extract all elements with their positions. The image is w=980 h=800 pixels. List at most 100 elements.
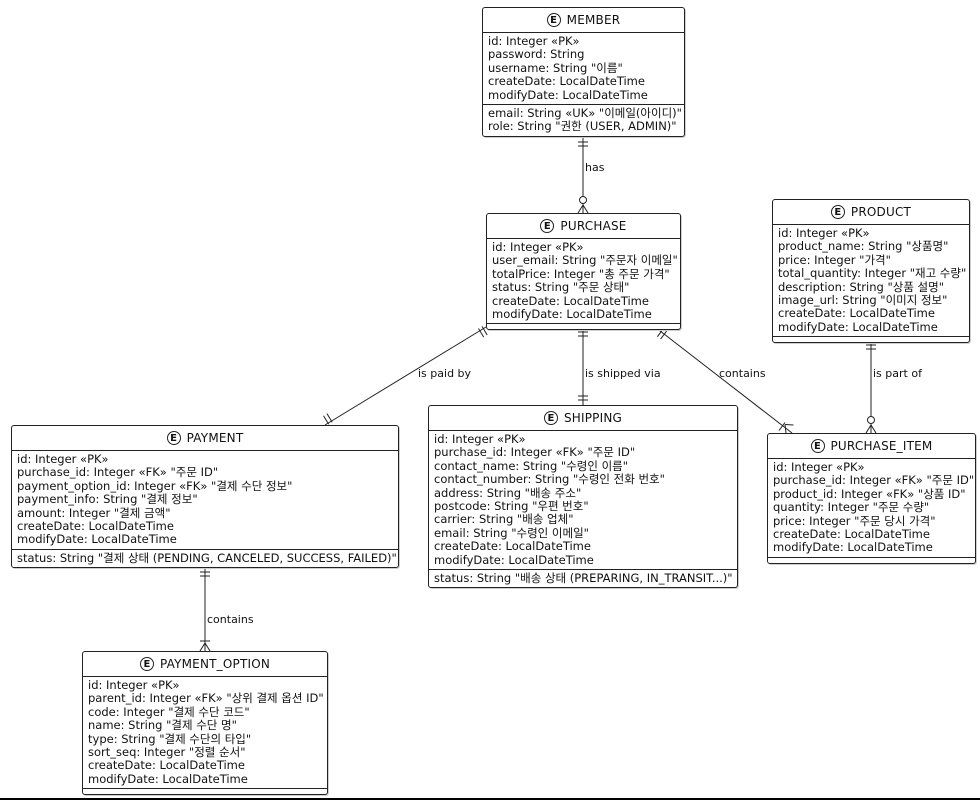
attribute-list: id: Integer «PK» password: String userna… — [483, 33, 684, 106]
entity-header: E PURCHASE — [487, 214, 680, 239]
rel-line-product-item — [865, 341, 877, 434]
relation-label-has: has — [585, 161, 605, 174]
attribute-row: modifyDate: LocalDateTime — [492, 307, 652, 322]
entity-letter-e-icon: E — [540, 219, 555, 233]
attribute-row: purchase_id: Integer «FK» "주문 ID" — [17, 465, 219, 480]
entity-title: MEMBER — [566, 13, 621, 27]
attribute-row: carrier: String "배송 업체" — [434, 512, 574, 527]
attribute-row: payment_option_id: Integer «FK» "결제 수단 정… — [17, 478, 293, 493]
entity-letter-e-icon: E — [810, 439, 825, 453]
attribute-row: username: String "이름" — [488, 60, 623, 75]
attribute-row: id: Integer «PK» — [434, 432, 526, 446]
attribute-row: createDate: LocalDateTime — [778, 306, 935, 321]
attribute-row: user_email: String "주문자 이메일" — [492, 253, 678, 268]
attribute-row: totalPrice: Integer "총 주문 가격" — [492, 266, 670, 281]
attribute-row: id: Integer «PK» — [88, 678, 180, 692]
entity-header: E PAYMENT_OPTION — [83, 652, 327, 677]
entity-title: PURCHASE — [560, 219, 627, 233]
relation-label-is-part-of: is part of — [873, 367, 922, 380]
attribute-row: sort_seq: Integer "정렬 순서" — [88, 745, 246, 760]
empty-section — [768, 558, 975, 563]
rel-line-purchase-item — [654, 326, 794, 434]
empty-section — [83, 789, 327, 794]
attribute-row: product_id: Integer «FK» "상품 ID" — [773, 486, 966, 501]
attribute-row: modifyDate: LocalDateTime — [434, 552, 594, 567]
attribute-row: contact_name: String "수령인 이름" — [434, 458, 629, 473]
attribute-row: product_name: String "상품명" — [778, 239, 949, 254]
attribute-row: modifyDate: LocalDateTime — [488, 87, 648, 102]
entity-title: SHIPPING — [563, 411, 623, 425]
attribute-list: id: Integer «PK» product_name: String "상… — [773, 225, 969, 338]
attribute-row: purchase_id: Integer «FK» "주문 ID" — [434, 445, 636, 460]
attribute-row: price: Integer "가격" — [778, 252, 891, 267]
attribute-list: id: Integer «PK» purchase_id: Integer «F… — [429, 431, 737, 571]
entity-header: E PURCHASE_ITEM — [768, 434, 975, 459]
entity-payment-option[interactable]: E PAYMENT_OPTION id: Integer «PK» parent… — [82, 651, 328, 796]
relation-label-is-paid-by: is paid by — [418, 367, 472, 380]
entity-title: PURCHASE_ITEM — [830, 439, 933, 453]
attribute-row: contact_number: String "수령인 전화 번호" — [434, 472, 665, 487]
attribute-row: createDate: LocalDateTime — [434, 539, 591, 554]
entity-member[interactable]: E MEMBER id: Integer «PK» password: Stri… — [482, 7, 685, 137]
entity-letter-e-icon: E — [139, 657, 154, 671]
attribute-row: modifyDate: LocalDateTime — [17, 532, 177, 547]
empty-section — [487, 324, 680, 329]
entity-letter-e-icon: E — [166, 431, 181, 445]
attribute-list: id: Integer «PK» purchase_id: Integer «F… — [12, 451, 398, 550]
attribute-row: name: String "결제 수단 명" — [88, 718, 237, 733]
attribute-row: status: String "배송 상태 (PREPARING, IN_TRA… — [434, 571, 733, 586]
rel-line-purchase-shipping — [578, 327, 588, 405]
relation-label-contains-items: contains — [719, 367, 766, 380]
attribute-row: password: String — [488, 47, 585, 62]
rel-line-member-purchase — [577, 138, 589, 214]
attribute-row: quantity: Integer "주문 수량" — [773, 500, 930, 515]
entity-payment[interactable]: E PAYMENT id: Integer «PK» purchase_id: … — [11, 425, 399, 569]
attribute-row: address: String "배송 주소" — [434, 485, 582, 500]
relation-label-is-shipped-via: is shipped via — [585, 367, 661, 380]
attribute-row: total_quantity: Integer "재고 수량" — [778, 266, 967, 281]
attribute-row: payment_info: String "결제 정보" — [17, 492, 198, 507]
entity-shipping[interactable]: E SHIPPING id: Integer «PK» purchase_id:… — [428, 405, 738, 589]
attribute-row: id: Integer «PK» — [773, 460, 865, 474]
attribute-row: status: String "주문 상태" — [492, 280, 630, 295]
relation-label-contains-options: contains — [207, 613, 254, 626]
attribute-row: status: String "결제 상태 (PENDING, CANCELED… — [17, 550, 397, 565]
rel-line-payment-option — [199, 568, 211, 652]
attribute-row: id: Integer «PK» — [488, 34, 580, 48]
attribute-row: price: Integer "주문 당시 가격" — [773, 513, 936, 528]
attribute-row: id: Integer «PK» — [778, 226, 870, 240]
attribute-row: id: Integer «PK» — [17, 452, 109, 466]
attribute-row: postcode: String "우편 번호" — [434, 499, 589, 514]
entity-product[interactable]: E PRODUCT id: Integer «PK» product_name:… — [772, 199, 970, 344]
attribute-row: id: Integer «PK» — [492, 240, 584, 254]
attribute-list: id: Integer «PK» purchase_id: Integer «F… — [768, 459, 975, 558]
entity-letter-e-icon: E — [546, 13, 561, 27]
empty-section — [773, 337, 969, 342]
entity-purchase[interactable]: E PURCHASE id: Integer «PK» user_email: … — [486, 213, 681, 331]
entity-header: E PAYMENT — [12, 426, 398, 451]
entity-header: E SHIPPING — [429, 406, 737, 431]
entity-letter-e-icon: E — [543, 411, 558, 425]
attribute-row: email: String «UK» "이메일(아이디)" — [488, 106, 682, 121]
attribute-list: id: Integer «PK» parent_id: Integer «FK»… — [83, 677, 327, 790]
attribute-row: modifyDate: LocalDateTime — [88, 771, 248, 786]
extra-attribute-list: email: String «UK» "이메일(아이디)" role: Stri… — [483, 105, 684, 136]
attribute-row: role: String "권한 (USER, ADMIN)" — [488, 119, 677, 134]
attribute-row: image_url: String "이미지 정보" — [778, 293, 948, 308]
entity-purchase-item[interactable]: E PURCHASE_ITEM id: Integer «PK» purchas… — [767, 433, 976, 564]
attribute-row: createDate: LocalDateTime — [88, 758, 245, 773]
entity-title: PAYMENT_OPTION — [159, 657, 271, 671]
extra-attribute-list: status: String "결제 상태 (PENDING, CANCELED… — [12, 550, 398, 567]
entity-header: E MEMBER — [483, 8, 684, 33]
attribute-row: description: String "상품 설명" — [778, 279, 945, 294]
attribute-row: modifyDate: LocalDateTime — [773, 540, 933, 555]
attribute-row: code: Integer "결제 수단 코드" — [88, 704, 250, 719]
rel-line-purchase-payment — [323, 326, 488, 426]
attribute-list: id: Integer «PK» user_email: String "주문자… — [487, 239, 680, 325]
attribute-row: purchase_id: Integer «FK» "주문 ID" — [773, 473, 975, 488]
attribute-row: modifyDate: LocalDateTime — [778, 319, 938, 334]
attribute-row: amount: Integer "결제 금액" — [17, 505, 171, 520]
attribute-row: createDate: LocalDateTime — [488, 74, 645, 89]
attribute-row: createDate: LocalDateTime — [17, 519, 174, 534]
